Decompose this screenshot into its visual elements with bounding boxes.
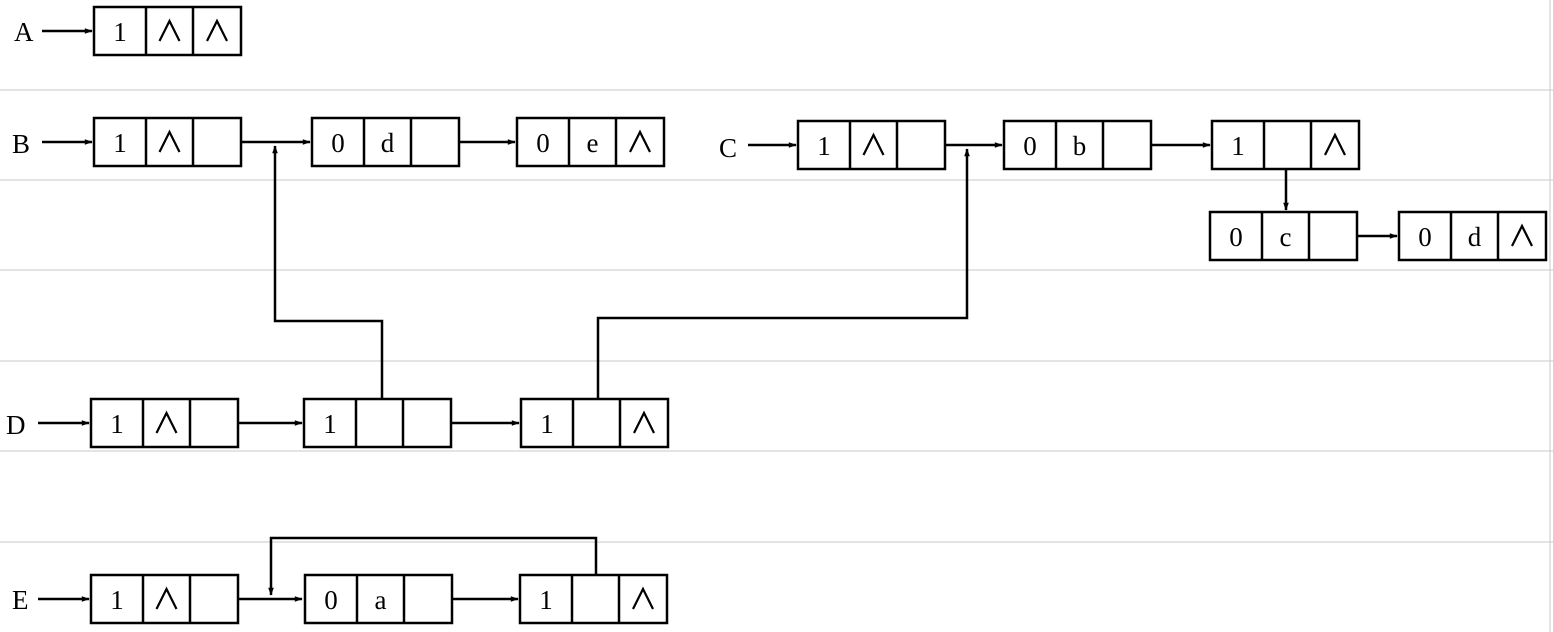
null-pointer-icon bbox=[1511, 223, 1533, 247]
node-tag-value: 1 bbox=[113, 17, 127, 47]
node-tag-value: 1 bbox=[539, 585, 553, 615]
node-box bbox=[92, 116, 243, 168]
list-labels: A B C D E bbox=[6, 17, 737, 615]
node-tag-value: 0 bbox=[1023, 131, 1037, 161]
null-pointer-icon bbox=[633, 410, 655, 434]
null-pointer-icon bbox=[158, 129, 181, 153]
list-node-d-3: 1∧ bbox=[519, 397, 670, 449]
null-pointer-symbol: ∧ bbox=[157, 584, 177, 614]
label-a: A bbox=[14, 17, 34, 47]
node-hp-value: d bbox=[381, 128, 395, 158]
node-tag-value: 1 bbox=[110, 585, 124, 615]
null-pointer-symbol: ∧ bbox=[160, 127, 180, 157]
node-hp-value: b bbox=[1073, 131, 1087, 161]
node-box bbox=[519, 397, 670, 449]
list-node-c-5: 0 d ∧ bbox=[1397, 210, 1548, 262]
null-pointer-symbol: ∧ bbox=[634, 408, 654, 438]
list-node-c-3: 1∧ bbox=[1210, 119, 1361, 171]
label-c: C bbox=[719, 133, 737, 163]
list-node-d-1: 1∧ bbox=[89, 397, 240, 449]
null-pointer-icon bbox=[1324, 132, 1346, 156]
null-pointer-symbol: ∧ bbox=[157, 408, 177, 438]
node-box bbox=[1210, 119, 1361, 171]
node-tag-value: 1 bbox=[540, 409, 554, 439]
node-tag-value: 0 bbox=[331, 128, 345, 158]
arrow-d-node3-to-c bbox=[596, 148, 970, 423]
node-hp-value: c bbox=[1280, 222, 1292, 252]
label-d: D bbox=[6, 410, 26, 440]
list-node-b-1: 1∧ bbox=[92, 116, 243, 168]
null-pointer-symbol: ∧ bbox=[160, 16, 180, 46]
list-node-c-1: 1∧ bbox=[796, 119, 947, 171]
node-hp-value: a bbox=[375, 585, 387, 615]
null-pointer-symbol: ∧ bbox=[207, 16, 227, 46]
null-pointer-symbol: ∧ bbox=[633, 584, 653, 614]
arrow-d-node2-to-b bbox=[272, 145, 384, 423]
null-pointer-icon bbox=[206, 18, 228, 42]
node-tag-value: 0 bbox=[536, 128, 550, 158]
node-hp-value: d bbox=[1468, 222, 1482, 252]
list-node-b-3: 0 e ∧ bbox=[515, 116, 666, 168]
null-pointer-symbol: ∧ bbox=[864, 130, 884, 160]
null-pointer-icon bbox=[155, 410, 178, 434]
node-tag-value: 1 bbox=[113, 128, 127, 158]
pointer-arrows bbox=[38, 28, 1398, 602]
list-node-d-2: 1 bbox=[302, 397, 453, 449]
null-pointer-icon bbox=[629, 129, 651, 153]
node-box bbox=[89, 397, 240, 449]
arrow-e-node3-to-node1 bbox=[268, 536, 598, 599]
node-box bbox=[518, 573, 669, 625]
null-pointer-symbol: ∧ bbox=[1325, 130, 1345, 160]
null-pointer-icon bbox=[155, 586, 178, 610]
node-box bbox=[303, 573, 454, 625]
null-pointer-symbol: ∧ bbox=[630, 127, 650, 157]
node-tag-value: 0 bbox=[1229, 222, 1243, 252]
null-pointer-symbol: ∧ bbox=[1512, 221, 1532, 251]
node-box bbox=[796, 119, 947, 171]
null-pointer-icon bbox=[862, 132, 885, 156]
node-tag-value: 1 bbox=[323, 409, 337, 439]
node-tag-value: 1 bbox=[1231, 131, 1245, 161]
node-tag-value: 0 bbox=[1418, 222, 1432, 252]
node-box bbox=[1002, 119, 1153, 171]
node-box bbox=[310, 116, 461, 168]
list-node-a-1: 1 ∧ ∧ bbox=[92, 5, 243, 57]
node-box bbox=[1208, 210, 1359, 262]
node-box bbox=[1397, 210, 1548, 262]
node-tag-value: 1 bbox=[110, 409, 124, 439]
list-node-e-1: 1∧ bbox=[89, 573, 240, 625]
label-e: E bbox=[12, 585, 29, 615]
node-box bbox=[92, 5, 243, 57]
list-node-e-3: 1∧ bbox=[518, 573, 669, 625]
node-hp-value: e bbox=[587, 128, 599, 158]
null-pointer-icon bbox=[632, 586, 654, 610]
label-b: B bbox=[12, 129, 30, 159]
null-pointer-icon bbox=[158, 18, 181, 42]
node-box bbox=[302, 397, 453, 449]
node-box bbox=[89, 573, 240, 625]
node-tag-value: 1 bbox=[817, 131, 831, 161]
node-box bbox=[515, 116, 666, 168]
node-tag-value: 0 bbox=[324, 585, 338, 615]
